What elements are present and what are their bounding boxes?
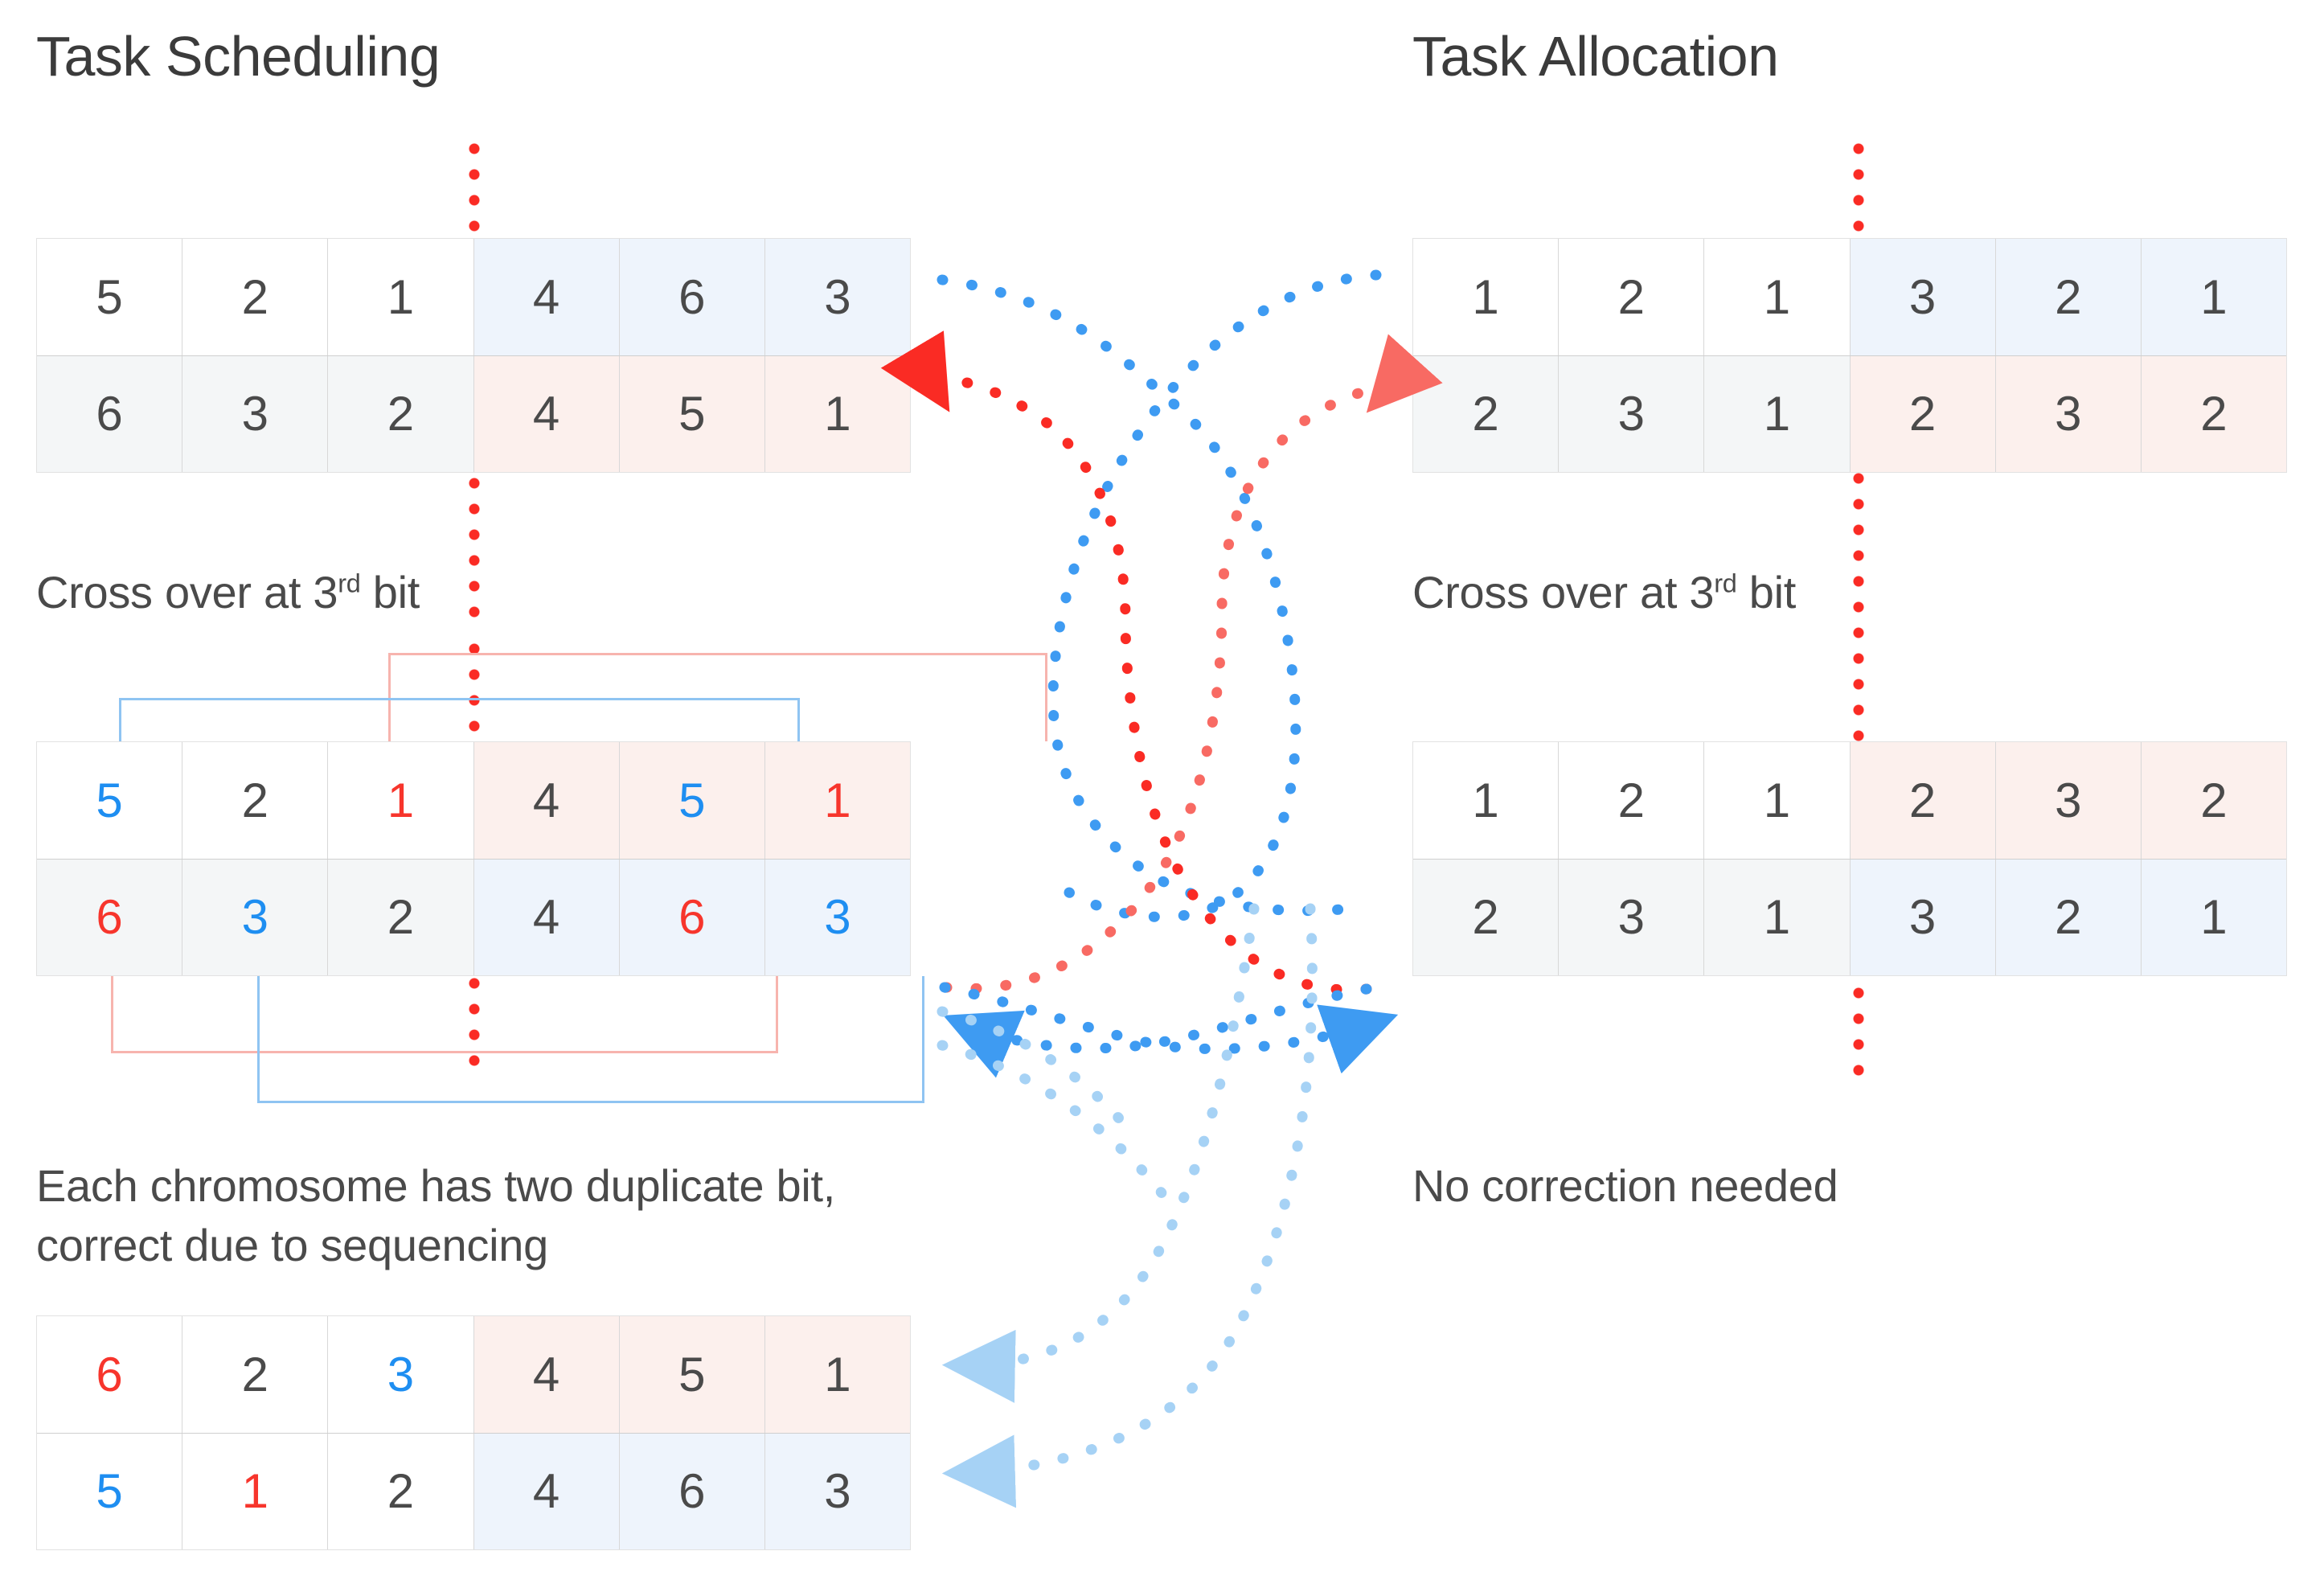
gene-cell: 3 bbox=[1559, 859, 1705, 975]
gene-cell: 3 bbox=[1995, 742, 2142, 859]
flow-curve-lightblue-to-corrected-row1 bbox=[941, 903, 1260, 1403]
gene-cell: 5 bbox=[37, 742, 183, 859]
gene-cell: 2 bbox=[1413, 355, 1560, 472]
gene-cell: 6 bbox=[37, 355, 183, 472]
gene-cell: 2 bbox=[328, 1433, 474, 1549]
gene-cell: 2 bbox=[1559, 742, 1705, 859]
caption-crossover-left-tail: bit bbox=[360, 567, 420, 618]
gene-cell: 4 bbox=[473, 239, 620, 355]
gene-cell: 2 bbox=[1559, 239, 1705, 355]
gene-cell: 5 bbox=[37, 239, 183, 355]
duplicate-bracket-bottom-blue bbox=[257, 976, 924, 1103]
flow-curve-blue-offspring-right bbox=[939, 982, 1399, 1074]
gene-cell: 3 bbox=[764, 859, 911, 975]
gene-cell: 2 bbox=[1850, 742, 1996, 859]
duplicate-bracket-bottom-pink bbox=[111, 976, 778, 1053]
gene-cell: 3 bbox=[182, 355, 329, 472]
gene-cell: 2 bbox=[1413, 859, 1560, 975]
gene-cell: 2 bbox=[1995, 239, 2142, 355]
gene-cell: 3 bbox=[764, 239, 911, 355]
caption-crossover-right: Cross over at 3rd bit bbox=[1412, 563, 1796, 622]
gene-cell: 4 bbox=[473, 1433, 620, 1549]
gene-cell: 2 bbox=[182, 1316, 329, 1433]
gene-cell: 4 bbox=[473, 859, 620, 975]
gene-cell: 2 bbox=[1995, 859, 2142, 975]
gene-cell: 4 bbox=[473, 355, 620, 472]
page-title-task-scheduling: Task Scheduling bbox=[36, 25, 441, 88]
caption-crossover-right-sup: rd bbox=[1714, 568, 1737, 598]
flow-curve-lightblue-stub-b bbox=[937, 1040, 1171, 1204]
gene-cell: 2 bbox=[182, 239, 329, 355]
gene-cell: 1 bbox=[1413, 742, 1560, 859]
gene-cell: 2 bbox=[2141, 355, 2287, 472]
gene-cell: 2 bbox=[182, 742, 329, 859]
flow-curve-blue-top-right bbox=[937, 274, 1301, 922]
gene-cell: 3 bbox=[764, 1433, 911, 1549]
gene-cell: 5 bbox=[619, 1316, 765, 1433]
gene-cell: 1 bbox=[2141, 239, 2287, 355]
gene-cell: 1 bbox=[1704, 239, 1851, 355]
caption-crossover-right-text: Cross over at 3 bbox=[1412, 567, 1715, 618]
gene-cell: 5 bbox=[619, 742, 765, 859]
flow-curve-lightblue-stub-a bbox=[937, 1006, 1131, 1131]
gene-cell: 1 bbox=[328, 239, 474, 355]
gene-cell: 3 bbox=[1995, 355, 2142, 472]
page-title-task-allocation: Task Allocation bbox=[1412, 25, 1779, 88]
gene-cell: 5 bbox=[37, 1433, 183, 1549]
flow-curve-lightblue-to-corrected-row2 bbox=[941, 903, 1318, 1508]
gene-cell: 1 bbox=[1413, 239, 1560, 355]
gene-cell: 1 bbox=[1704, 859, 1851, 975]
caption-crossover-left-text: Cross over at 3 bbox=[36, 567, 338, 618]
gene-cell: 3 bbox=[1559, 355, 1705, 472]
duplicate-bracket-top-blue bbox=[119, 698, 800, 743]
note-left-line2: correct due to sequencing bbox=[36, 1220, 548, 1270]
gene-cell: 1 bbox=[328, 742, 474, 859]
gene-cell: 1 bbox=[764, 742, 911, 859]
gene-cell: 6 bbox=[619, 1433, 765, 1549]
gene-cell: 1 bbox=[764, 1316, 911, 1433]
gene-cell: 1 bbox=[182, 1433, 329, 1549]
gene-cell: 6 bbox=[619, 859, 765, 975]
gene-cell: 2 bbox=[328, 859, 474, 975]
gene-cell: 2 bbox=[1850, 355, 1996, 472]
gene-cell: 1 bbox=[1704, 742, 1851, 859]
gene-cell: 6 bbox=[37, 859, 183, 975]
caption-crossover-right-tail: bit bbox=[1736, 567, 1797, 618]
gene-cell: 3 bbox=[1850, 859, 1996, 975]
gene-cell: 4 bbox=[473, 1316, 620, 1433]
gene-cell: 4 bbox=[473, 742, 620, 859]
caption-crossover-left: Cross over at 3rd bit bbox=[36, 563, 420, 622]
gene-cell: 2 bbox=[328, 355, 474, 472]
note-left-line1: Each chromosome has two duplicate bit, bbox=[36, 1160, 836, 1211]
gene-cell: 1 bbox=[1704, 355, 1851, 472]
gene-cell: 1 bbox=[764, 355, 911, 472]
gene-cell: 3 bbox=[1850, 239, 1996, 355]
gene-cell: 1 bbox=[2141, 859, 2287, 975]
gene-cell: 3 bbox=[182, 859, 329, 975]
gene-cell: 2 bbox=[2141, 742, 2287, 859]
gene-cell: 6 bbox=[37, 1316, 183, 1433]
flow-curve-blue-top-left bbox=[1047, 269, 1382, 917]
caption-crossover-left-sup: rd bbox=[338, 568, 361, 598]
gene-cell: 3 bbox=[328, 1316, 474, 1433]
gene-cell: 6 bbox=[619, 239, 765, 355]
gene-cell: 5 bbox=[619, 355, 765, 472]
note-right-line1: No correction needed bbox=[1412, 1160, 1838, 1211]
flow-curve-blue-offspring-left bbox=[943, 983, 1372, 1078]
